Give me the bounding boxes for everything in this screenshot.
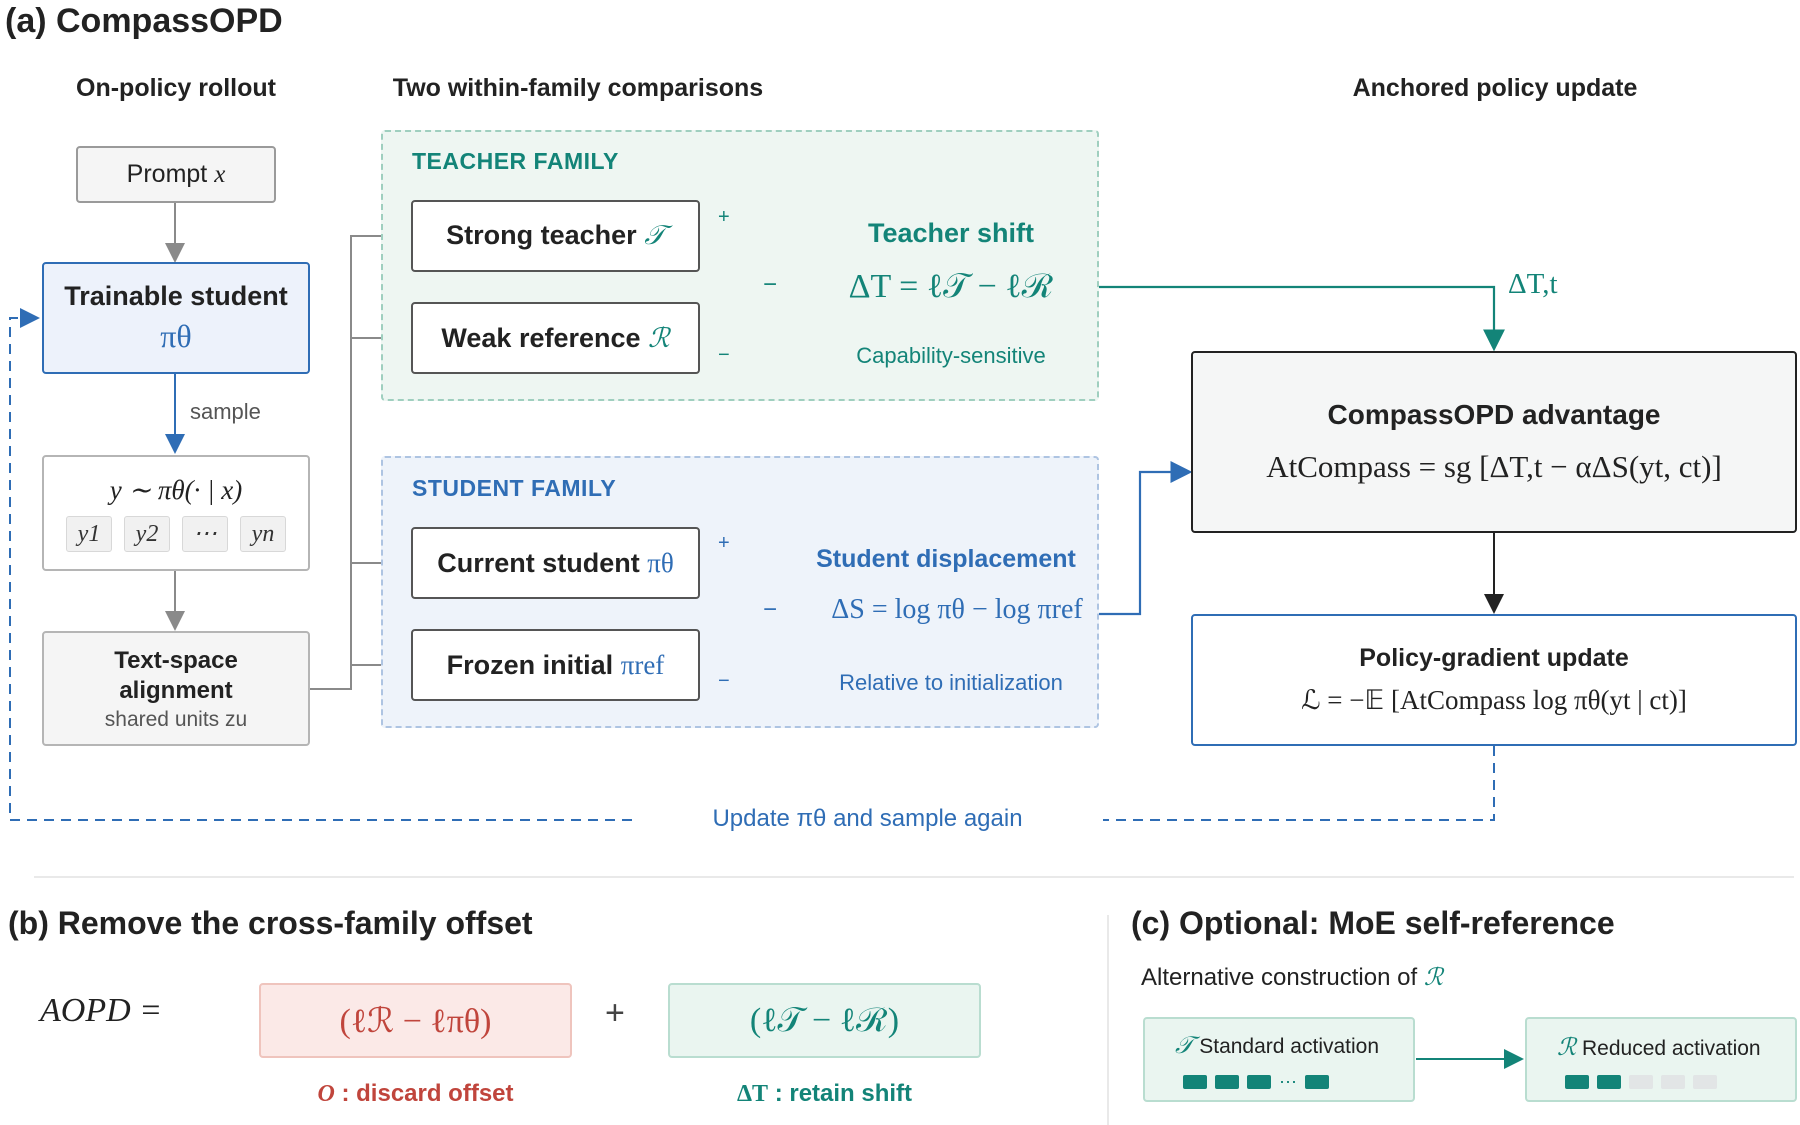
plus-sign: + (605, 994, 625, 1032)
reduced-activation-box: ℛ Reduced activation (1525, 1017, 1797, 1102)
advantage-equation: AtCompass = sg [ΔT,t − αΔS(yt, ct)] (1266, 449, 1722, 484)
active-expert-block (1305, 1075, 1329, 1089)
policy-gradient-box: Policy-gradient update ℒ = −𝔼 [AtCompass… (1191, 614, 1797, 746)
offset-term-box: (ℓℛ − ℓπθ) (259, 983, 572, 1058)
panel-a-title: (a) CompassOPD (5, 2, 283, 40)
teacher-shift-note: Capability-sensitive (856, 343, 1046, 368)
panel-c-subtitle: Alternative construction of ℛ (1141, 963, 1443, 992)
reduced-expert-bar (1565, 1075, 1725, 1089)
ellipsis: ⋯ (1279, 1072, 1297, 1092)
samples-box: y ∼ πθ(· | x) y1 y2 ⋯ yn (42, 455, 310, 571)
retain-shift-label: ΔT : retain shift (668, 1080, 981, 1108)
reduced-activation-label: Reduced activation (1582, 1037, 1761, 1060)
plus-sign: + (718, 532, 730, 554)
trainable-student-title: Trainable student (64, 281, 288, 311)
sample-chip: yn (240, 515, 286, 552)
shift-term-box: (ℓ𝒯 − ℓℛ) (668, 983, 981, 1058)
sample-chip: y1 (66, 515, 112, 552)
discard-offset-label: O : discard offset (259, 1080, 572, 1108)
current-student-symbol: πθ (647, 547, 674, 578)
discard-offset-text: : discard offset (341, 1080, 514, 1107)
policy-gradient-equation: ℒ = −𝔼 [AtCompass log πθ(yt | ct)] (1301, 685, 1687, 715)
plus-sign: + (718, 206, 730, 228)
retain-shift-text: : retain shift (774, 1080, 913, 1107)
active-expert-block (1183, 1075, 1207, 1089)
reference-symbol: ℛ (1557, 1035, 1577, 1061)
policy-gradient-title: Policy-gradient update (1359, 644, 1629, 672)
teacher-family-label: TEACHER FAMILY (412, 148, 619, 174)
sample-chip: ⋯ (182, 515, 228, 552)
current-student-label: Current student (437, 547, 640, 578)
inactive-expert-block (1693, 1075, 1717, 1089)
col-heading-rollout: On-policy rollout (76, 74, 276, 102)
strong-teacher-label: Strong teacher (446, 220, 637, 250)
active-expert-block (1565, 1075, 1589, 1089)
sampling-expression: y ∼ πθ(· | x) (109, 474, 243, 505)
panel-c-title: (c) Optional: MoE self-reference (1131, 905, 1615, 941)
teacher-shift-equation: ΔT = ℓ𝒯 − ℓℛ (848, 268, 1054, 305)
expert-activation-bar: ⋯ (1183, 1072, 1337, 1092)
strong-teacher-box: Strong teacher 𝒯 (411, 200, 700, 272)
weak-reference-label: Weak reference (441, 322, 641, 353)
col-heading-update: Anchored policy update (1352, 74, 1638, 102)
active-expert-block (1215, 1075, 1239, 1089)
subtract-operator: − (762, 271, 777, 298)
prompt-box: Prompt x (76, 146, 276, 203)
active-expert-block (1597, 1075, 1621, 1089)
col-heading-comparisons: Two within-family comparisons (392, 74, 764, 102)
student-displacement-title: Student displacement (816, 545, 1076, 573)
sample-label: sample (190, 399, 261, 424)
active-expert-block (1247, 1075, 1271, 1089)
standard-activation-label: Standard activation (1199, 1035, 1380, 1058)
weak-reference-box: Weak reference ℛ (411, 302, 700, 374)
teacher-shift-title: Teacher shift (867, 218, 1035, 248)
prompt-variable: x (214, 161, 226, 188)
offset-term: (ℓℛ − ℓπθ) (339, 1002, 492, 1040)
teacher-shift-token-label: ΔT,t (1508, 268, 1558, 300)
panel-b-title: (b) Remove the cross-family offset (8, 905, 533, 941)
prompt-label: Prompt (126, 160, 208, 188)
alignment-title: Text-space alignment (114, 646, 238, 704)
opd-advantage-lhs: AOPD = (40, 992, 163, 1029)
student-family-label: STUDENT FAMILY (412, 475, 617, 501)
update-loop-label: Update πθ and sample again (712, 805, 1023, 832)
weak-reference-symbol: ℛ (648, 322, 670, 353)
standard-activation-box: 𝒯 Standard activation ⋯ (1143, 1017, 1415, 1102)
frozen-initial-label: Frozen initial (446, 649, 614, 680)
teacher-symbol: 𝒯 (1175, 1033, 1194, 1059)
alternative-construction-text: Alternative construction of (1141, 964, 1418, 991)
minus-sign: − (718, 670, 730, 692)
strong-teacher-symbol: 𝒯 (644, 220, 665, 250)
inactive-expert-block (1629, 1075, 1653, 1089)
offset-symbol: O (317, 1081, 335, 1107)
student-displacement-equation: ΔS = log πθ − log πref (831, 594, 1083, 625)
alignment-subtitle: shared units zu (104, 707, 248, 731)
frozen-initial-symbol: πref (620, 649, 665, 680)
trainable-student-box: Trainable student πθ (42, 262, 310, 374)
advantage-title: CompassOPD advantage (1327, 399, 1661, 430)
sample-chip: y2 (124, 515, 170, 552)
frozen-initial-box: Frozen initial πref (411, 629, 700, 701)
reference-symbol: ℛ (1423, 965, 1443, 991)
inactive-expert-block (1661, 1075, 1685, 1089)
text-space-alignment-box: Text-space alignment shared units zu (42, 631, 310, 746)
student-policy-symbol: πθ (160, 318, 192, 354)
shift-term: (ℓ𝒯 − ℓℛ) (749, 1001, 900, 1039)
current-student-box: Current student πθ (411, 527, 700, 599)
shift-symbol: ΔT (736, 1081, 769, 1107)
student-displacement-note: Relative to initialization (839, 670, 1063, 695)
minus-sign: − (718, 344, 730, 366)
compassopd-advantage-box: CompassOPD advantage AtCompass = sg [ΔT,… (1191, 351, 1797, 533)
sample-chips: y1 y2 ⋯ yn (60, 515, 292, 552)
subtract-operator: − (762, 596, 777, 623)
